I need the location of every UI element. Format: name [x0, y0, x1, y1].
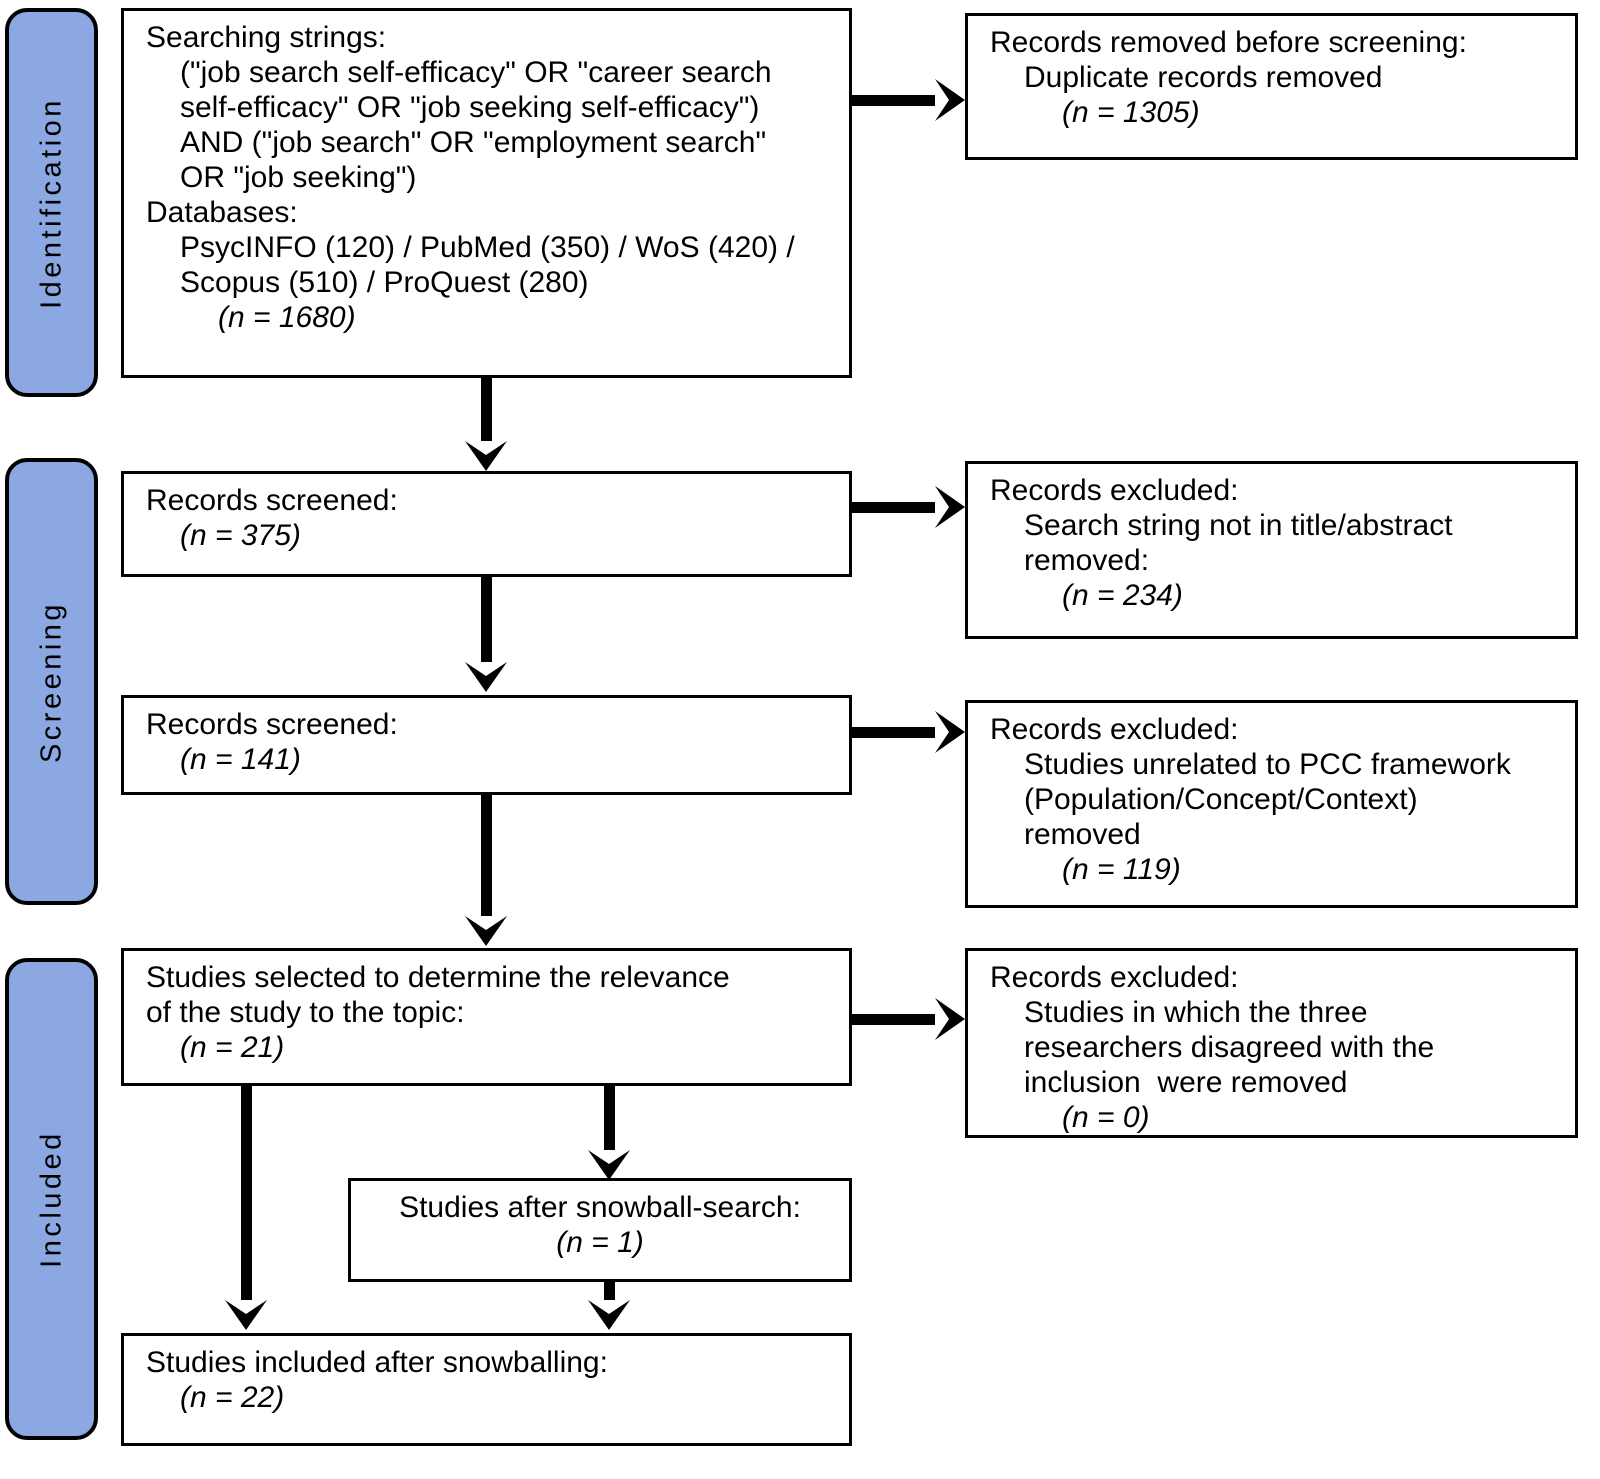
arrowhead-notch-excluded2: [935, 711, 949, 753]
arrowhead-notch-screened1: [465, 441, 507, 455]
box-records-excluded-3: Records excluded: Studies in which the t…: [965, 948, 1578, 1138]
records-screened-1-heading: Records screened:: [146, 484, 398, 517]
records-excluded-2-count: (n = 119): [1062, 852, 1181, 886]
phase-screening: Screening: [5, 458, 98, 905]
studies-selected-line-2: of the study to the topic:: [146, 995, 465, 1029]
arrowhead-notch-included-left: [225, 1300, 267, 1314]
arrowhead-notch-selected: [465, 916, 507, 930]
records-excluded-3-reason-c: inclusion were removed: [1024, 1065, 1348, 1099]
records-excluded-1-heading: Records excluded:: [990, 474, 1239, 507]
snowball-count: (n = 1): [556, 1225, 644, 1259]
records-excluded-1-reason-a: Search string not in title/abstract: [1024, 508, 1453, 542]
search-strings-line-4: OR "job seeking"): [180, 160, 417, 194]
box-records-screened-1: Records screened: (n = 375): [121, 471, 852, 577]
databases-heading: Databases:: [146, 195, 298, 229]
connector-identification-to-screened1: [481, 378, 492, 448]
snowball-heading: Studies after snowball-search:: [399, 1191, 801, 1224]
records-excluded-3-reason-a: Studies in which the three: [1024, 995, 1368, 1029]
search-strings-line-1: ("job search self-efficacy" OR "career s…: [180, 55, 772, 89]
records-excluded-2-reason-b: (Population/Concept/Context): [1024, 782, 1418, 816]
box-identification-search: Searching strings: ("job search self-eff…: [121, 8, 852, 378]
duplicates-removed-heading: Records removed before screening:: [990, 26, 1467, 59]
arrowhead-notch-included-mid: [588, 1300, 630, 1314]
records-excluded-3-reason-b: researchers disagreed with the: [1024, 1030, 1435, 1064]
records-excluded-1-reason-b: removed:: [1024, 543, 1150, 577]
included-final-heading: Studies included after snowballing:: [146, 1346, 608, 1379]
studies-selected-line-1: Studies selected to determine the releva…: [146, 961, 730, 994]
records-screened-1-count: (n = 375): [180, 518, 301, 552]
phase-identification-label: Identification: [35, 96, 67, 309]
records-excluded-3-count: (n = 0): [1062, 1100, 1150, 1134]
records-screened-2-heading: Records screened:: [146, 708, 398, 741]
box-studies-included-final: Studies included after snowballing: (n =…: [121, 1333, 852, 1446]
connector-selected-to-included-left: [241, 1086, 252, 1308]
databases-line-1: PsycINFO (120) / PubMed (350) / WoS (420…: [180, 230, 795, 264]
box-snowball-search: Studies after snowball-search: (n = 1): [348, 1178, 852, 1282]
records-excluded-1-count: (n = 234): [1062, 578, 1183, 612]
connector-screened1-to-excluded1: [852, 502, 942, 513]
identification-search-count: (n = 1680): [218, 300, 356, 334]
box-records-screened-2: Records screened: (n = 141): [121, 695, 852, 795]
arrowhead-notch-snowball: [588, 1150, 630, 1164]
duplicates-removed-detail: Duplicate records removed: [1024, 60, 1383, 94]
connector-screened2-to-excluded2: [852, 727, 942, 738]
box-records-excluded-1: Records excluded: Search string not in t…: [965, 461, 1578, 639]
search-strings-line-2: self-efficacy" OR "job seeking self-effi…: [180, 90, 760, 124]
records-excluded-3-heading: Records excluded:: [990, 961, 1239, 994]
search-strings-line-3: AND ("job search" OR "employment search": [180, 125, 767, 159]
box-studies-selected: Studies selected to determine the releva…: [121, 948, 852, 1086]
connector-screened1-to-screened2: [481, 577, 492, 669]
records-screened-2-count: (n = 141): [180, 742, 301, 776]
studies-selected-count: (n = 21): [180, 1030, 285, 1064]
connector-selected-to-snowball: [604, 1086, 615, 1158]
included-final-count: (n = 22): [180, 1380, 285, 1414]
connector-screened2-to-selected: [481, 795, 492, 923]
arrowhead-notch-screened2: [465, 662, 507, 676]
arrowhead-notch-excluded1: [935, 486, 949, 528]
box-records-excluded-2: Records excluded: Studies unrelated to P…: [965, 700, 1578, 908]
arrowhead-notch-excluded3: [935, 998, 949, 1040]
search-strings-heading: Searching strings:: [146, 21, 387, 54]
phase-included: Included: [5, 958, 98, 1440]
duplicates-removed-count: (n = 1305): [1062, 95, 1200, 129]
arrowhead-notch-duplicates: [935, 79, 949, 121]
box-duplicates-removed: Records removed before screening: Duplic…: [965, 13, 1578, 160]
records-excluded-2-reason-c: removed: [1024, 817, 1141, 851]
records-excluded-2-heading: Records excluded:: [990, 713, 1239, 746]
connector-identification-to-duplicates: [852, 95, 942, 106]
connector-selected-to-excluded3: [852, 1014, 942, 1025]
phase-included-label: Included: [35, 1130, 67, 1268]
connector-snowball-to-included: [604, 1282, 615, 1310]
phase-screening-label: Screening: [35, 600, 67, 763]
records-excluded-2-reason-a: Studies unrelated to PCC framework: [1024, 747, 1511, 781]
phase-identification: Identification: [5, 8, 98, 397]
databases-line-2: Scopus (510) / ProQuest (280): [180, 265, 589, 299]
